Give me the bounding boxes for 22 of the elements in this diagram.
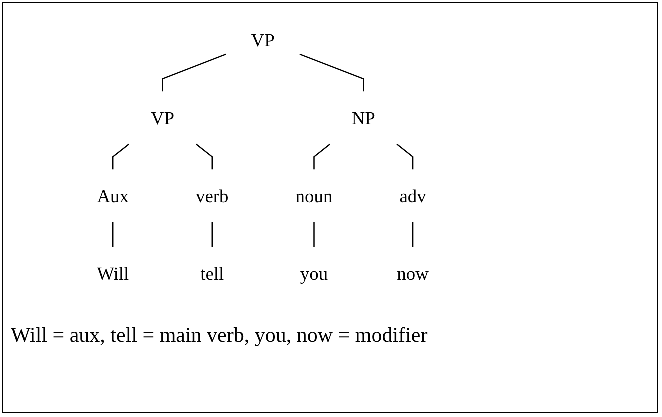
connector xyxy=(412,222,414,248)
tree-label: VP xyxy=(150,108,175,128)
tree-label: noun xyxy=(296,186,333,206)
tree-label: you xyxy=(300,263,328,284)
tree-label: now xyxy=(397,263,429,284)
connector xyxy=(396,144,414,170)
tree-label: VP xyxy=(251,30,275,51)
connector xyxy=(314,222,315,248)
tree-label: Aux xyxy=(97,186,129,206)
connector xyxy=(300,54,364,92)
tree-label: tell xyxy=(200,263,224,284)
connector xyxy=(162,54,226,92)
note-text: Will = aux, tell = main verb, you, now = modifier xyxy=(11,323,429,348)
connector xyxy=(212,222,214,248)
connector xyxy=(112,222,114,248)
connector xyxy=(112,144,130,170)
tree-label: adv xyxy=(400,186,426,206)
connector xyxy=(314,144,331,170)
connector xyxy=(196,144,214,170)
tree-label: NP xyxy=(352,108,376,128)
tree-label: Will xyxy=(97,263,130,284)
tree-label: verb xyxy=(196,186,229,206)
